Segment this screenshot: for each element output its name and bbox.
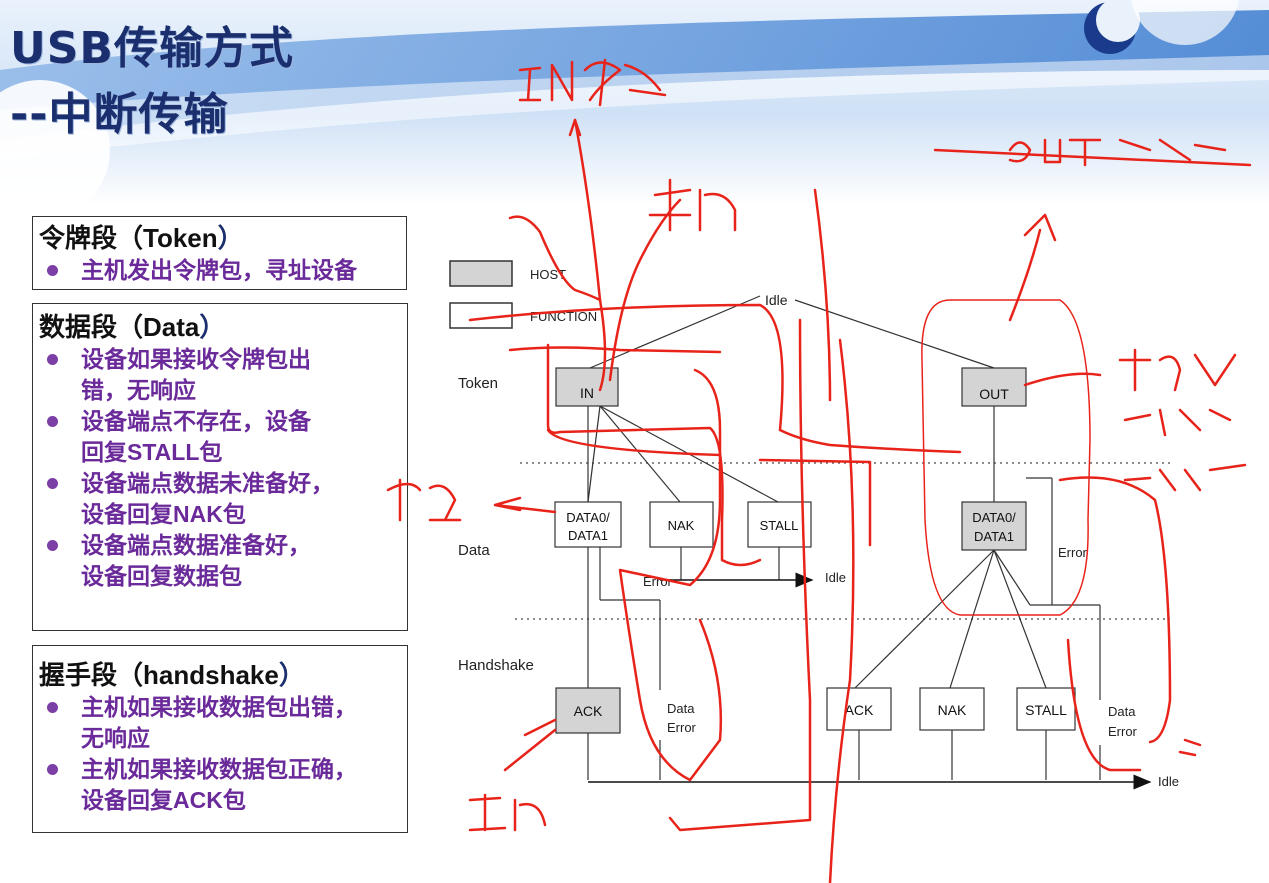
- idle-mid-label: Idle: [825, 570, 846, 585]
- edge: [949, 549, 995, 689]
- node-stall-in-label: STALL: [760, 518, 799, 533]
- node-nak-out-label: NAK: [938, 702, 967, 718]
- node-out: [961, 367, 1027, 407]
- legend-host-label: HOST: [530, 267, 566, 282]
- edge: [993, 549, 1031, 606]
- node-stall-out-label: STALL: [1025, 702, 1067, 718]
- bullet-icon: [47, 478, 58, 489]
- idle-bottom-label: Idle: [1158, 774, 1179, 789]
- bullet-icon: [47, 354, 58, 365]
- edge: [854, 549, 995, 689]
- node-out-label: OUT: [979, 386, 1009, 402]
- phase-label-token: Token: [458, 375, 498, 392]
- bullet-icon: [47, 540, 58, 551]
- data-error-out-label-1: Data: [1108, 704, 1136, 719]
- node-stall-in: [747, 501, 812, 548]
- bullet-icon: [47, 265, 58, 276]
- node-data0-data1-out: [961, 501, 1027, 551]
- node-in: [555, 367, 619, 407]
- node-data0-in-label: DATA0/: [566, 510, 610, 525]
- legend-host-swatch: [449, 260, 513, 287]
- node-in-label: IN: [580, 385, 594, 401]
- node-ack-in-label: ACK: [574, 703, 603, 719]
- node-data1-in-label: DATA1: [568, 528, 608, 543]
- phase-label-handshake: Handshake: [458, 657, 534, 674]
- edge: [794, 299, 995, 369]
- edge: [993, 549, 1047, 689]
- list-item: 主机如果接收数据包出错，无响应: [39, 692, 407, 754]
- node-nak-in-label: NAK: [668, 518, 695, 533]
- error-out-label: Error: [1058, 545, 1088, 560]
- list-item: 设备端点不存在，设备回复STALL包: [39, 406, 407, 468]
- node-data1-out-label: DATA1: [974, 529, 1014, 544]
- handwritten-annotations: [386, 58, 1252, 883]
- node-data0-out-label: DATA0/: [972, 510, 1016, 525]
- data-error-in-label-2: Error: [667, 720, 697, 735]
- phase-label-data: Data: [458, 542, 490, 559]
- list-item: 设备端点数据未准备好，设备回复NAK包: [39, 468, 407, 530]
- node-ack-in: [555, 687, 621, 734]
- list-item: 主机发出令牌包，寻址设备: [39, 255, 406, 286]
- node-nak-out: [919, 687, 985, 731]
- edge: [589, 295, 761, 369]
- title-banner: [0, 0, 1269, 205]
- edge: [599, 405, 681, 503]
- slide-title-line1: USB传输方式: [10, 23, 294, 74]
- edge: [587, 405, 601, 503]
- data-section: 数据段（Data） 设备如果接收令牌包出错，无响应 设备端点不存在，设备回复ST…: [32, 303, 408, 631]
- list-item: 主机如果接收数据包正确，设备回复ACK包: [39, 754, 407, 816]
- bullet-icon: [47, 764, 58, 775]
- idle-top-label: Idle: [765, 292, 788, 308]
- token-heading: 令牌段（Token）: [39, 223, 244, 253]
- handshake-heading: 握手段（handshake）: [39, 660, 305, 690]
- bullet-icon: [47, 416, 58, 427]
- data-error-in-label-1: Data: [667, 701, 695, 716]
- handshake-section: 握手段（handshake） 主机如果接收数据包出错，无响应 主机如果接收数据包…: [32, 645, 408, 833]
- bullet-icon: [47, 702, 58, 713]
- token-section: 令牌段（Token） 主机发出令牌包，寻址设备: [32, 216, 407, 290]
- list-item: 设备如果接收令牌包出错，无响应: [39, 344, 407, 406]
- data-heading: 数据段（Data）: [39, 312, 226, 342]
- node-ack-out-label: ACK: [845, 702, 874, 718]
- list-item: 设备端点数据准备好，设备回复数据包: [39, 530, 407, 592]
- slide-title-line2: --中断传输: [10, 89, 229, 140]
- data-error-out-label-2: Error: [1108, 724, 1138, 739]
